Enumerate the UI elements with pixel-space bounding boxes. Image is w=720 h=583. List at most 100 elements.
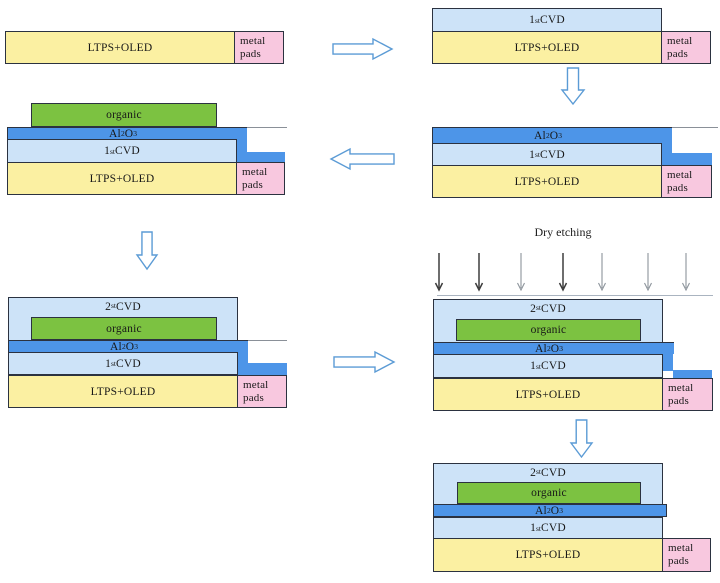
panel-step-5-ltps-layer: LTPS+OLED bbox=[8, 375, 238, 408]
panel-step-4-organic-layer: organic bbox=[31, 103, 217, 127]
label-part: st bbox=[111, 301, 117, 310]
panel-step-6-metal-pads-label: metal pads bbox=[668, 381, 694, 407]
label-part: st bbox=[536, 303, 542, 312]
panel-step-7-organic-layer-label: organic bbox=[531, 487, 567, 499]
flow-arrow-left-3 bbox=[329, 147, 395, 171]
panel-step-6-organic-layer: organic bbox=[456, 319, 641, 341]
panel-step-6-ltps-layer: LTPS+OLED bbox=[433, 378, 663, 411]
panel-step-3-surface-line bbox=[672, 127, 718, 128]
panel-step-4-surface-line bbox=[247, 127, 287, 128]
label-part: 1 bbox=[530, 360, 537, 372]
label-part: CVD bbox=[116, 301, 141, 313]
panel-step-4-al2o3-step-vertical bbox=[236, 138, 247, 163]
label-part: Al bbox=[534, 129, 546, 142]
panel-step-4-ltps-layer-label: LTPS+OLED bbox=[89, 172, 155, 185]
panel-step-2-ltps-layer-label: LTPS+OLED bbox=[514, 41, 580, 54]
label-part: st bbox=[535, 150, 541, 159]
label-part: O bbox=[125, 340, 135, 353]
panel-step-7-organic-layer: organic bbox=[457, 482, 641, 504]
label-part: st bbox=[536, 361, 542, 371]
label-part: 3 bbox=[559, 344, 563, 353]
label-part: st bbox=[110, 146, 116, 156]
panel-step-2-ltps-layer: LTPS+OLED bbox=[432, 31, 662, 64]
flow-arrow-right-1 bbox=[332, 37, 394, 61]
label-part: CVD bbox=[541, 467, 566, 479]
label-part: 1 bbox=[530, 522, 537, 534]
label-part: 1 bbox=[105, 357, 112, 370]
label-part: st bbox=[535, 15, 541, 25]
label-part: 2 bbox=[546, 506, 551, 515]
label-part: 3 bbox=[559, 506, 563, 515]
label-part: 1 bbox=[529, 148, 536, 161]
dry-etching-label: Dry etching bbox=[534, 225, 592, 239]
label-part: 2 bbox=[121, 342, 126, 351]
panel-step-3-al2o3-step-vertical bbox=[661, 142, 672, 166]
label-part: 2 bbox=[546, 344, 551, 353]
panel-step-6-al2o3-step-vertical bbox=[662, 353, 673, 371]
panel-step-6-etch-surface-line bbox=[437, 295, 713, 296]
label-part: O bbox=[550, 504, 560, 517]
label-part: 1 bbox=[529, 14, 536, 26]
panel-step-4-ltps-layer: LTPS+OLED bbox=[7, 162, 237, 195]
label-part: 2 bbox=[105, 301, 112, 313]
label-part: 2 bbox=[120, 129, 125, 138]
panel-step-7-ltps-layer-label: LTPS+OLED bbox=[515, 549, 581, 561]
panel-step-5-ltps-layer-label: LTPS+OLED bbox=[90, 385, 156, 398]
flow-arrow-right-5 bbox=[333, 350, 396, 374]
panel-step-5-metal-pads: metal pads bbox=[237, 375, 287, 408]
label-part: CVD bbox=[540, 14, 565, 26]
panel-step-2-metal-pads-label: metal pads bbox=[667, 34, 693, 60]
panel-step-5-surface-line bbox=[248, 340, 287, 341]
label-part: O bbox=[549, 129, 559, 142]
label-part: Al bbox=[535, 342, 547, 355]
panel-step-7-metal-pads-label: metal pads bbox=[668, 542, 694, 567]
panel-step-4-al2o3-step-ledge bbox=[247, 152, 285, 163]
label-part: 2 bbox=[530, 467, 537, 479]
label-part: CVD bbox=[541, 522, 566, 534]
dry-etching-arrows bbox=[434, 253, 690, 292]
panel-step-4-metal-pads: metal pads bbox=[236, 162, 285, 195]
label-part: Al bbox=[109, 127, 121, 140]
label-part: CVD bbox=[541, 303, 566, 315]
panel-step-2-metal-pads: metal pads bbox=[661, 31, 711, 64]
panel-step-5-organic-layer: organic bbox=[31, 317, 217, 340]
panel-step-3-ltps-layer-label: LTPS+OLED bbox=[514, 175, 580, 188]
label-part: 1 bbox=[104, 145, 111, 157]
panel-step-4-organic-layer-label: organic bbox=[106, 109, 142, 121]
label-part: Al bbox=[110, 340, 122, 353]
panel-step-5-al2o3-step-ledge bbox=[248, 363, 287, 376]
label-part: O bbox=[124, 127, 134, 140]
panel-step-5-al2o3-step-vertical bbox=[237, 351, 248, 376]
panel-step-3-al2o3-step-ledge bbox=[672, 153, 712, 166]
panel-step-1-metal-pads: metal pads bbox=[234, 31, 284, 64]
label-part: CVD bbox=[541, 360, 566, 372]
label-part: O bbox=[550, 342, 560, 355]
panel-step-7-ltps-layer: LTPS+OLED bbox=[433, 538, 663, 572]
panel-step-6-ltps-layer-label: LTPS+OLED bbox=[515, 388, 581, 401]
flow-arrow-down-2 bbox=[560, 67, 586, 106]
